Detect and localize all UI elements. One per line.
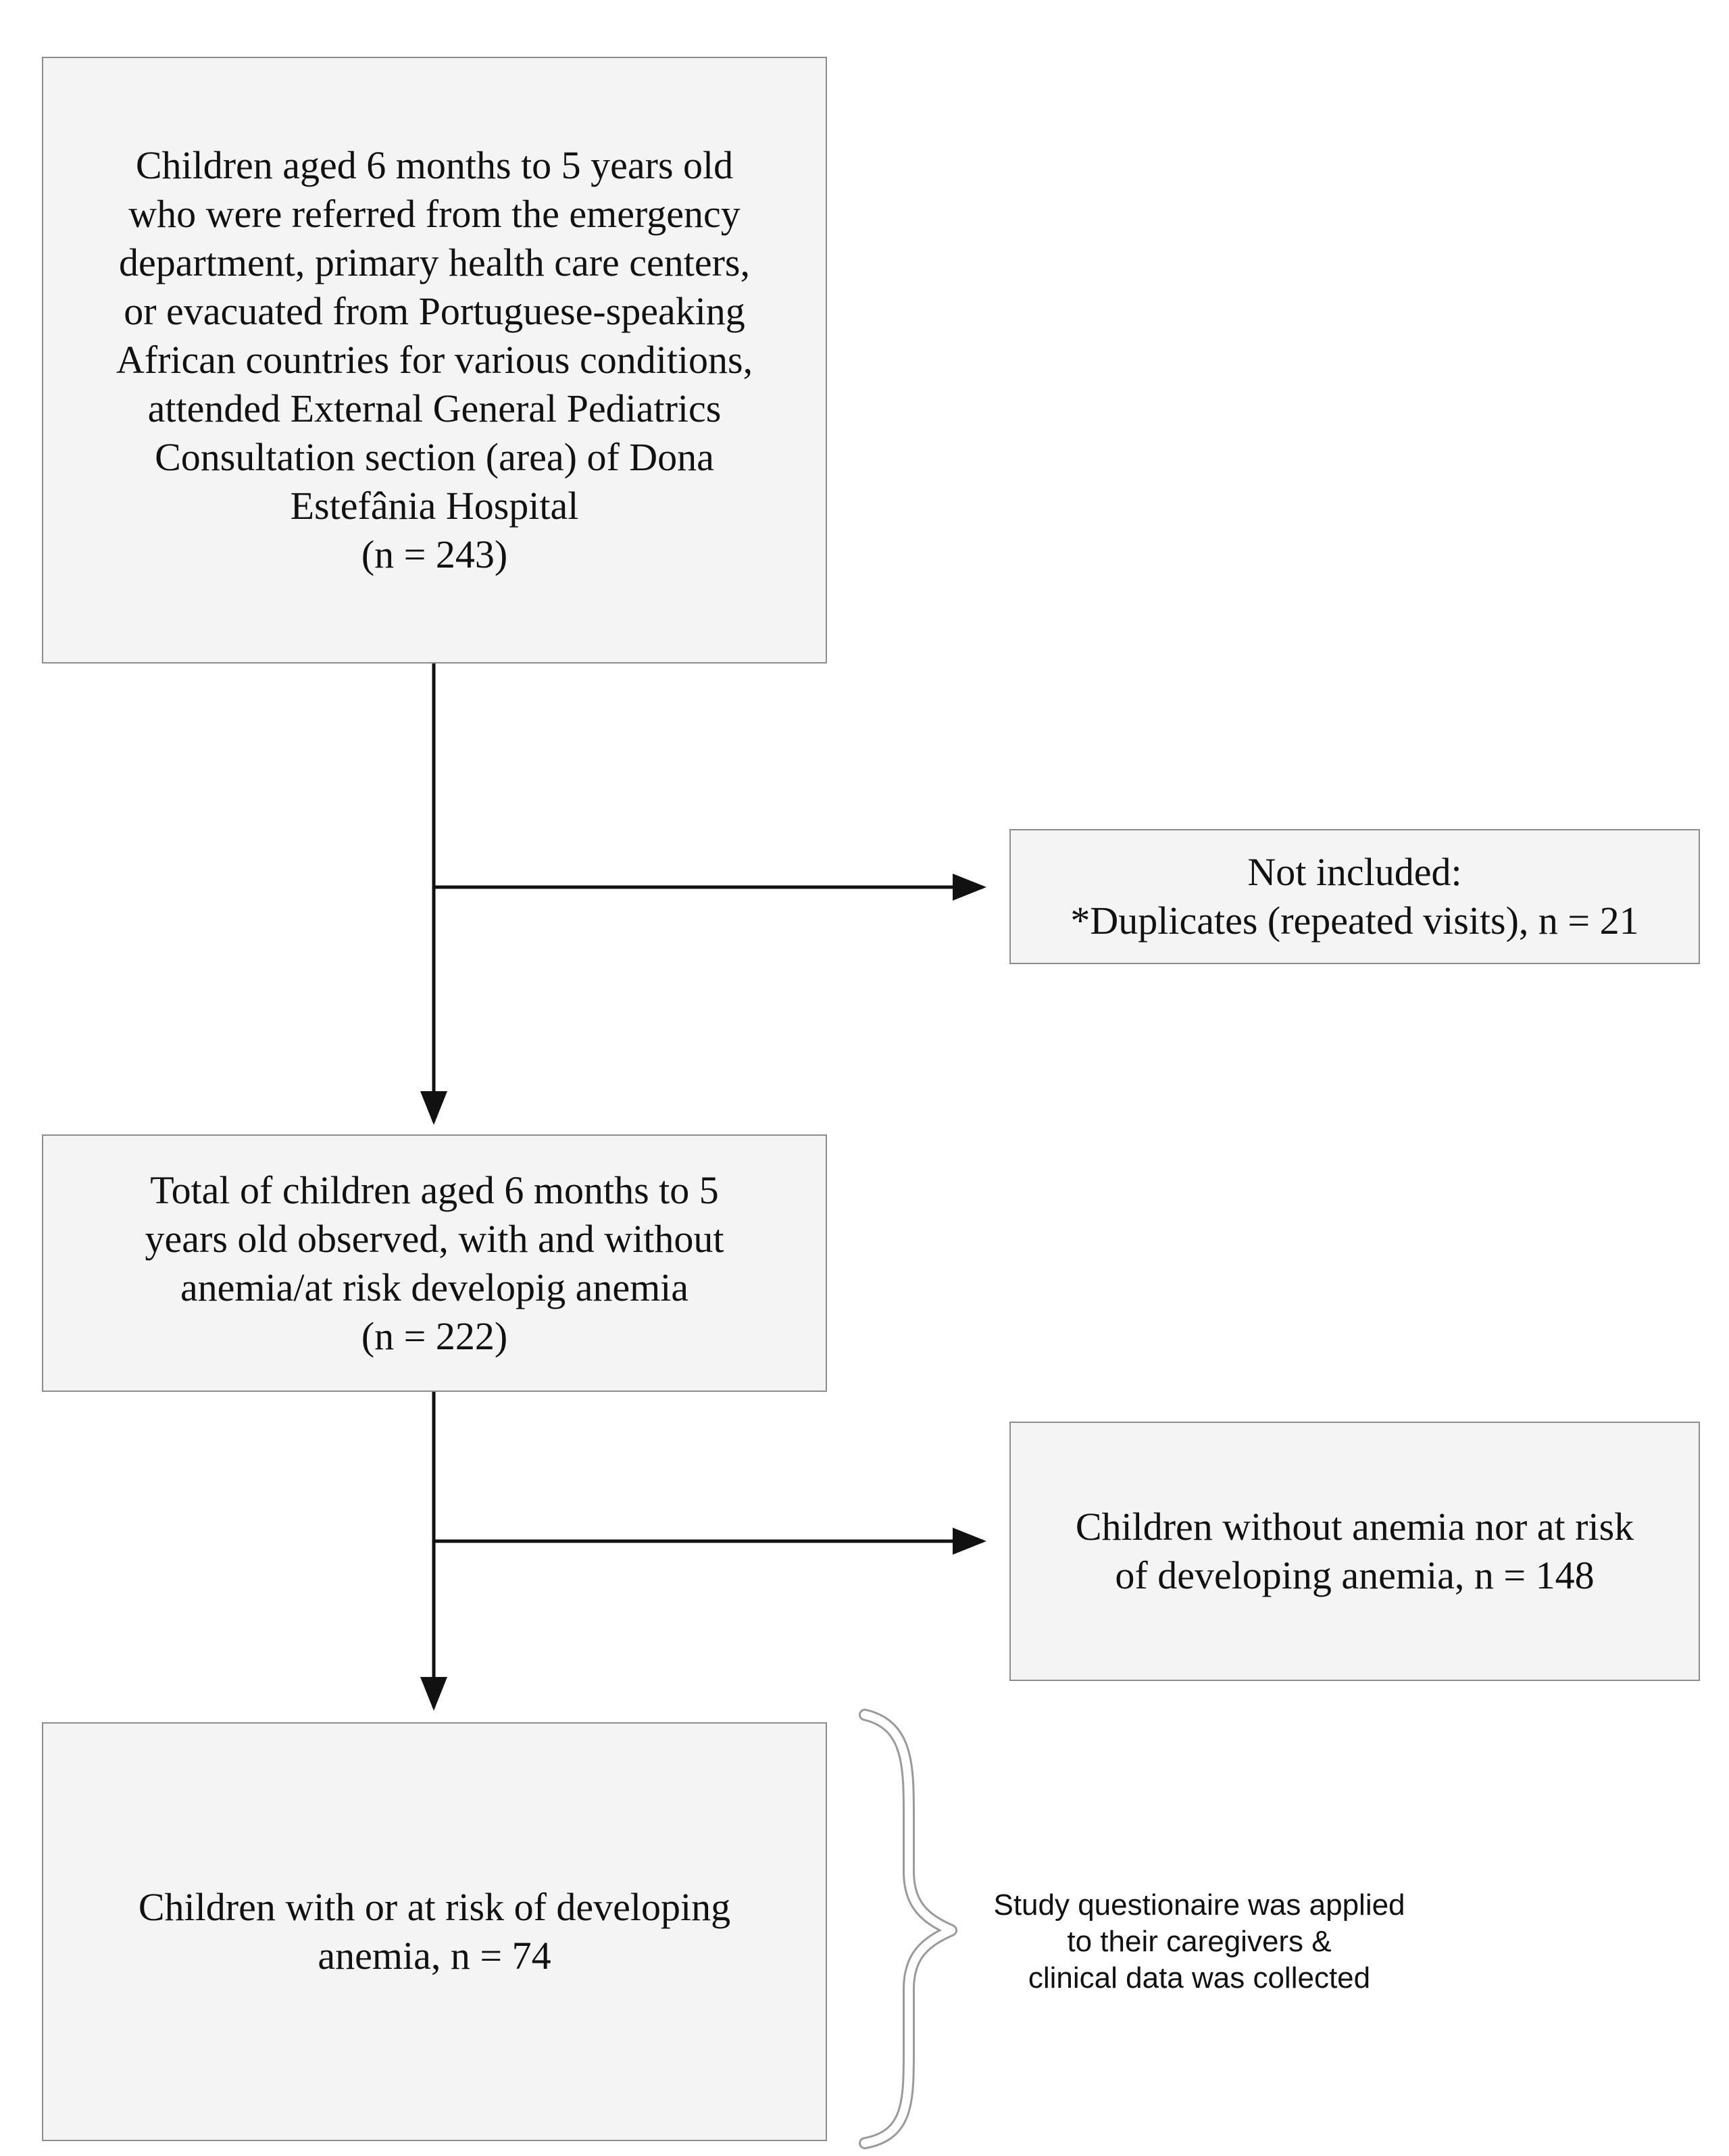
box-not-included-text: Not included: *Duplicates (repeated visi… (1070, 850, 1639, 943)
box-not-included: Not included: *Duplicates (repeated visi… (1009, 829, 1700, 964)
box-initial-text: Children aged 6 months to 5 years old wh… (116, 143, 753, 576)
brace-note: Study questionaire was applied to their … (993, 1888, 1405, 1995)
curly-brace-icon (859, 1709, 957, 2149)
box-total-observed-text: Total of children aged 6 months to 5 yea… (145, 1168, 724, 1358)
box-initial-referrals: Children aged 6 months to 5 years old wh… (42, 57, 827, 663)
box-with-anemia-text: Children with or at risk of developing a… (138, 1885, 731, 1978)
box-total-observed: Total of children aged 6 months to 5 yea… (42, 1134, 827, 1392)
box-with-anemia: Children with or at risk of developing a… (42, 1722, 827, 2141)
box-without-anemia: Children without anemia nor at risk of d… (1009, 1422, 1700, 1681)
box-without-anemia-text: Children without anemia nor at risk of d… (1075, 1505, 1634, 1597)
